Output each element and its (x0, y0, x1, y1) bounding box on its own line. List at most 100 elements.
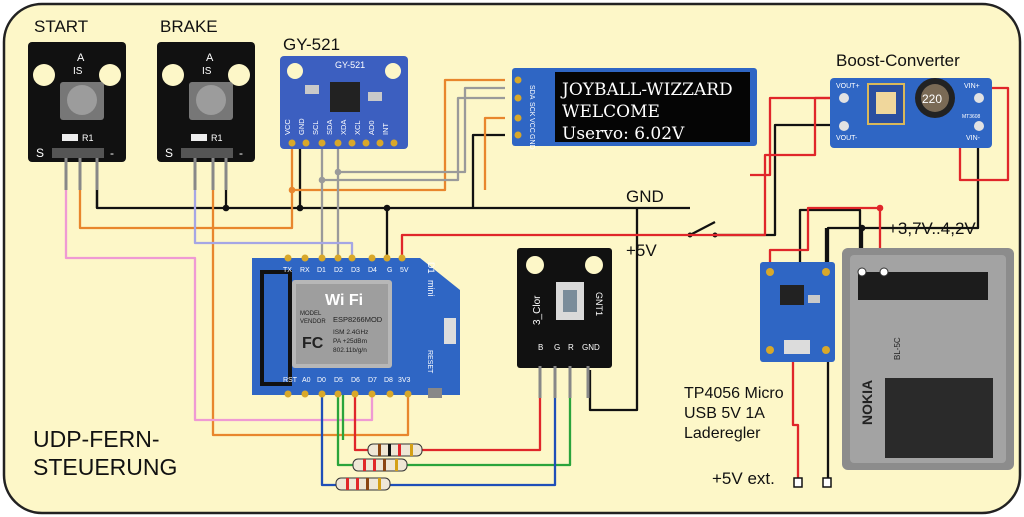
resistor-3 (335, 477, 391, 491)
label-tp4056-line1: TP4056 Micro (684, 385, 784, 402)
boost-chip-label: MT3608 (962, 114, 981, 120)
wemos-top-pin-labels: TX RX D1 D2 D3 D4 G 5V (283, 267, 409, 274)
button-pin-s: S (165, 146, 173, 160)
svg-text:5V: 5V (400, 267, 409, 274)
svg-text:A0: A0 (302, 377, 311, 384)
junction-dot (318, 176, 326, 184)
wemos-fc-label: FC (302, 335, 324, 352)
wire-orange-gy-vcc (292, 78, 505, 192)
button-letter: IS (73, 66, 83, 77)
svg-text:D3: D3 (351, 267, 360, 274)
svg-text:RX: RX (300, 267, 310, 274)
svg-text:R: R (568, 343, 574, 352)
junction-dot (334, 168, 342, 176)
junction-dot (296, 204, 304, 212)
junction-dot (876, 204, 884, 212)
wire-blue-d8 (320, 395, 338, 487)
label-boost-converter: Boost-Converter (836, 51, 960, 70)
boost-vin-minus: VIN- (966, 135, 981, 142)
label-tp4056-line3: Laderegler (684, 425, 761, 442)
svg-text:D4: D4 (368, 267, 377, 274)
oled-line-2: WELCOME (562, 102, 660, 122)
svg-text:GND: GND (582, 343, 600, 352)
button-pin-minus: - (239, 146, 243, 160)
wire-red-ext (791, 360, 800, 480)
svg-text:D2: D2 (334, 267, 343, 274)
svg-text:TX: TX (283, 267, 292, 274)
resistor-1 (367, 443, 423, 457)
wire-gnd-rgb (588, 208, 639, 412)
svg-text:SCK: SCK (528, 102, 535, 117)
svg-text:AD0: AD0 (367, 120, 376, 135)
svg-text:D8: D8 (384, 377, 393, 384)
brake-button-module: A IS R1 S - (157, 42, 255, 190)
svg-text:VCC: VCC (528, 118, 535, 133)
oled-pin-labels: SDA SCK VCC GND (528, 85, 535, 150)
label-gy521: GY-521 (283, 35, 341, 54)
svg-text:D6: D6 (351, 377, 360, 384)
wemos-d1-mini: Wi Fi MODEL VENDOR ESP8266MOD FC ISM 2.4… (252, 254, 460, 398)
wemos-spec: ISM 2.4GHz (333, 329, 368, 336)
wire-gray-sda (336, 86, 505, 174)
svg-text:XCL: XCL (353, 120, 362, 135)
rgb-pin-labels: B G R GND (538, 343, 600, 352)
wire-orange-oled-vcc (483, 116, 505, 190)
wemos-side-label: mini (426, 280, 436, 297)
wire-gray-scl (320, 96, 505, 182)
wire-red-boost-vout (750, 96, 832, 177)
button-resistor-label: R1 (82, 133, 94, 143)
battery-model: BL-5C (893, 337, 902, 360)
wemos-model-label: MODEL (300, 311, 322, 317)
wire-pink-start (64, 158, 374, 422)
wemos-spec: 802.11b/g/n (333, 347, 367, 354)
wemos-reset-label: RESET (426, 350, 433, 374)
wire-green-d7 (336, 395, 355, 467)
svg-text:G: G (554, 343, 560, 352)
junction-dot (288, 186, 296, 194)
wire-red-d6 (353, 395, 370, 452)
button-pin-s: S (36, 146, 44, 160)
svg-text:D1: D1 (317, 267, 326, 274)
junction-dot (222, 204, 230, 212)
title-line-2: STEUERUNG (33, 454, 178, 480)
label-start: START (34, 17, 89, 36)
label-brake: BRAKE (160, 17, 218, 36)
gy521-board-label: GY-521 (335, 60, 365, 70)
label-tp4056-line2: USB 5V 1A (684, 405, 765, 422)
svg-text:XDA: XDA (339, 120, 348, 135)
wemos-bottom-pin-labels: RST A0 D0 D5 D6 D7 D8 3V3 (283, 377, 411, 384)
rgb-gnd-label: GNT1 (594, 292, 604, 316)
wemos-side-label: D1 (426, 262, 436, 274)
svg-text:SDA: SDA (325, 120, 334, 135)
wire-blue-r3 (390, 370, 557, 487)
junction-dot (858, 224, 866, 232)
svg-text:INT: INT (381, 123, 390, 136)
wire-red-boost-vin (958, 86, 1010, 182)
oled-line-1: JOYBALL-WIZZARD (562, 80, 733, 100)
gy521-pin-labels: VCC GND SCL SDA XDA XCL AD0 INT (283, 118, 390, 135)
wire-green-r2 (405, 370, 572, 467)
wire-gnd-boost (862, 140, 980, 230)
tp4056-module (760, 262, 835, 362)
button-letter: A (206, 52, 214, 64)
wemos-wifi-label: Wi Fi (325, 292, 363, 309)
label-plus5v: +5V (626, 241, 657, 260)
boost-vin-plus: VIN+ (964, 83, 980, 90)
wemos-vendor-label: VENDOR (300, 319, 326, 325)
svg-text:SDA: SDA (528, 85, 535, 100)
oled-screen-text: JOYBALL-WIZZARD WELCOME Uservo: 6.02V (562, 79, 747, 145)
svg-text:3V3: 3V3 (398, 377, 411, 384)
rgb-label: 3_Clor (532, 295, 543, 325)
title-line-1: UDP-FERN- (33, 426, 160, 452)
button-pin-minus: - (110, 146, 114, 160)
wire-orange-start (78, 145, 294, 230)
boost-vout-plus: VOUT+ (836, 83, 860, 90)
button-letter: A (77, 52, 85, 64)
svg-text:D5: D5 (334, 377, 343, 384)
wire-lavender-brake (193, 158, 354, 255)
boost-coil-label: 220 (922, 92, 942, 106)
junction-dot (383, 204, 391, 212)
wire-gnd-oled (471, 133, 505, 208)
svg-text:G: G (387, 267, 392, 274)
wemos-spec: PA +25dBm (333, 338, 367, 345)
